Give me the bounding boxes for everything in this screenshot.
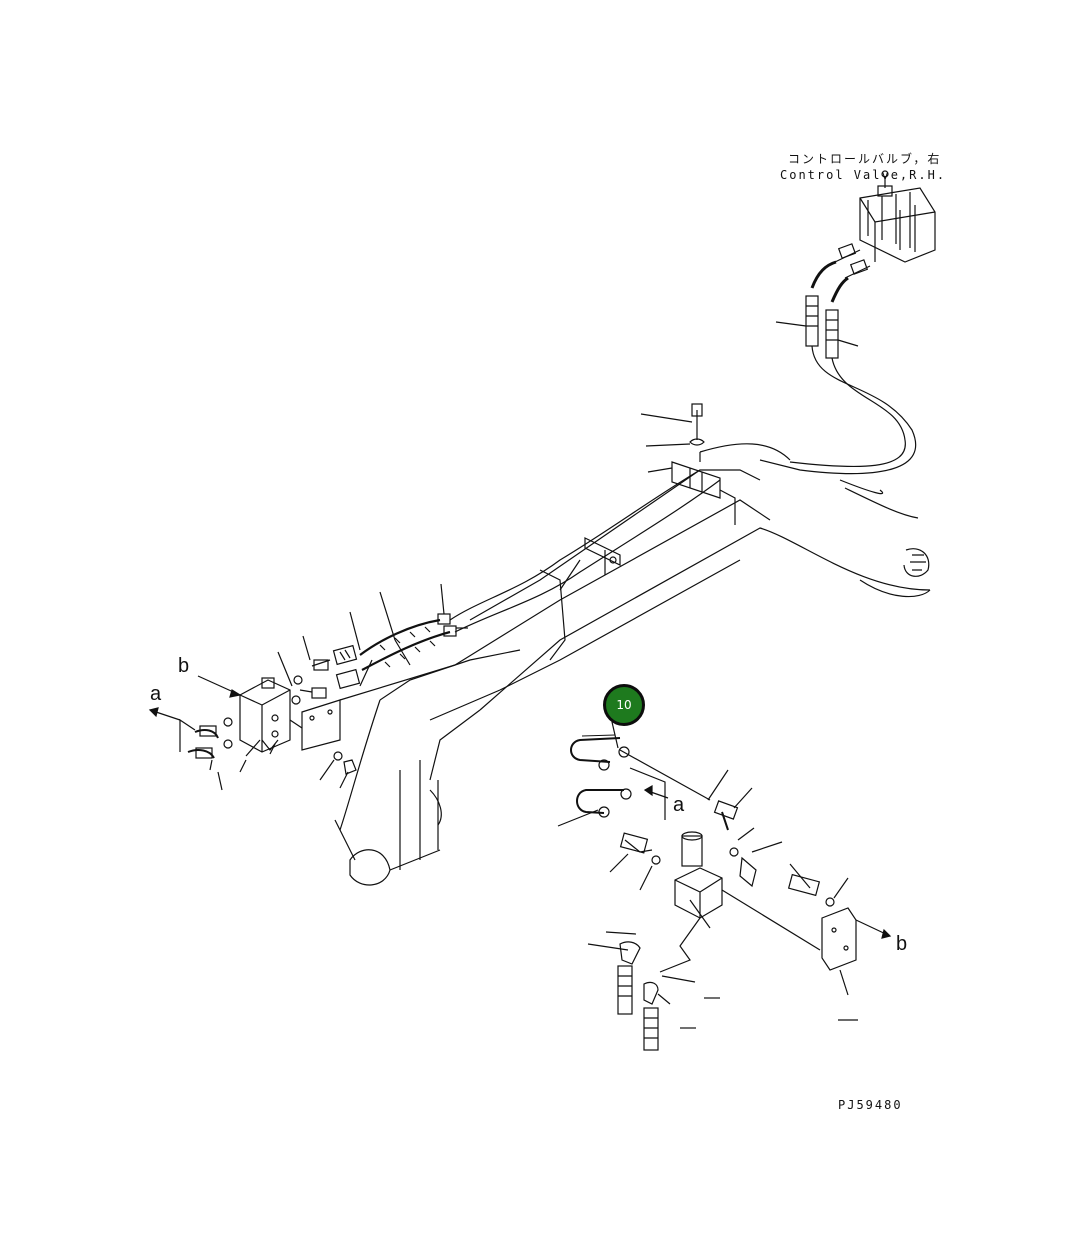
boom-hoses bbox=[359, 469, 721, 687]
marker-b-right: b bbox=[896, 933, 908, 955]
marker-b-left: b bbox=[178, 655, 190, 677]
left-fittings bbox=[277, 611, 361, 705]
right-cover-plate bbox=[821, 907, 857, 996]
hose-loop bbox=[759, 345, 919, 519]
left-block bbox=[239, 677, 291, 753]
left-bracket bbox=[289, 664, 456, 751]
right-lower-hoses bbox=[587, 931, 858, 1051]
boom-foot bbox=[334, 699, 481, 886]
valve-fittings bbox=[810, 243, 871, 303]
part-callout-button[interactable]: 10 bbox=[603, 684, 645, 726]
right-fittings bbox=[609, 769, 849, 907]
boom bbox=[379, 443, 931, 721]
u-tubes bbox=[557, 721, 711, 827]
marker-a-right: a bbox=[673, 794, 685, 816]
left-elbows bbox=[179, 717, 276, 791]
title-japanese: コントロールバルブ，右 bbox=[788, 152, 942, 166]
hose-clamp-top bbox=[640, 403, 721, 499]
drawing-code: PJ59480 bbox=[838, 1098, 903, 1112]
hose-ends bbox=[775, 295, 859, 359]
left-bolts bbox=[319, 751, 357, 789]
marker-arrows bbox=[148, 675, 892, 939]
right-block bbox=[659, 831, 821, 973]
marker-a-left: a bbox=[150, 683, 162, 705]
control-valve bbox=[859, 170, 936, 263]
title-english: Control Valve,R.H. bbox=[780, 168, 947, 182]
